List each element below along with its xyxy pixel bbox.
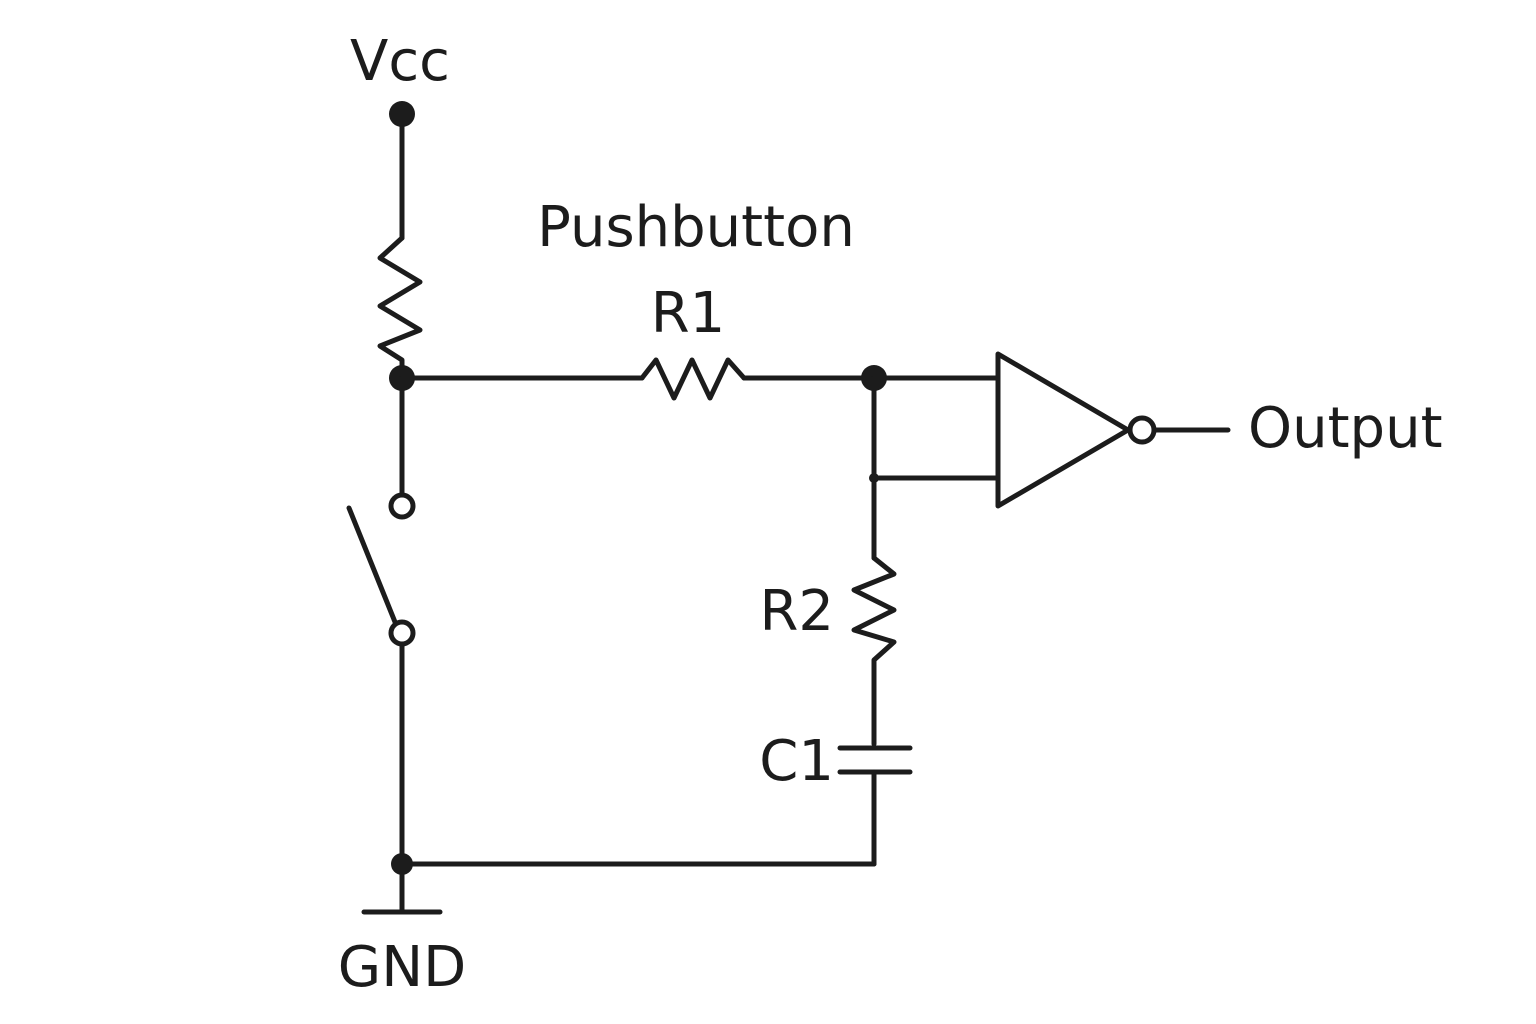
inverter-gate (995, 351, 1131, 509)
switch-bottom-contact (388, 619, 416, 647)
switch-top-contact (388, 492, 416, 520)
pullup-resistor (377, 235, 423, 381)
pushbutton-switch-lever (346, 505, 398, 625)
pushbutton-label: Pushbutton (537, 195, 855, 260)
vcc-label: Vcc (350, 29, 450, 94)
inverter-bubble (1127, 415, 1157, 445)
r1-label: R1 (651, 281, 726, 346)
r2-resistor (851, 555, 897, 747)
r1-resistor (639, 357, 747, 401)
c1-label: C1 (759, 729, 834, 794)
r2-label: R2 (759, 579, 834, 644)
gnd-label: GND (338, 935, 466, 1000)
output-label: Output (1248, 396, 1443, 461)
